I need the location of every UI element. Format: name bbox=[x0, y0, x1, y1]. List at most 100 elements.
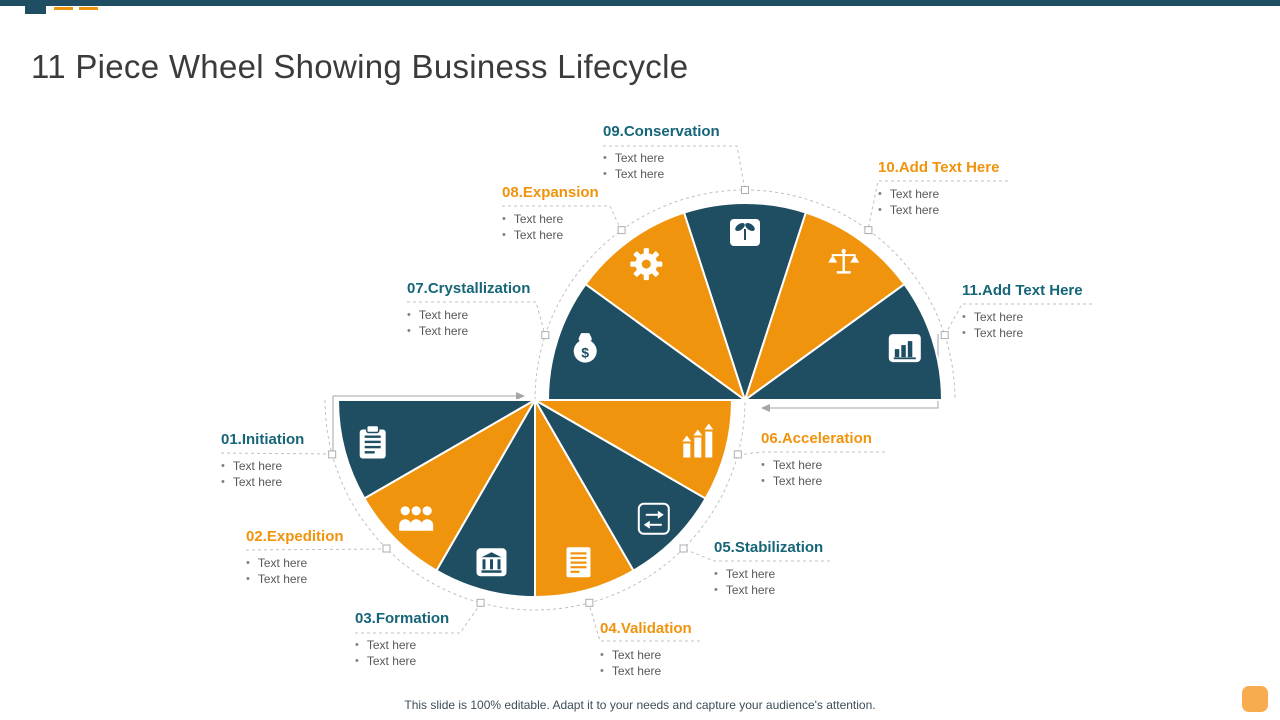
leader-line bbox=[867, 180, 1008, 231]
bullet-item: •Text here bbox=[221, 474, 411, 490]
bullet-dot: • bbox=[878, 188, 882, 200]
segment-title: 06.Acceleration bbox=[761, 430, 872, 447]
money-bag-icon: $ bbox=[573, 333, 597, 363]
wedge-09-conservation bbox=[683, 202, 807, 401]
bullet-dot: • bbox=[962, 327, 966, 339]
wedge-11-add-text-here bbox=[744, 283, 943, 401]
bullet-text: Text here bbox=[973, 310, 1024, 324]
segment-bullets: •Text here•Text here bbox=[221, 458, 411, 490]
bullet-text: Text here bbox=[418, 308, 469, 322]
segment-label-07: 07.Crystallization•Text here•Text here bbox=[407, 280, 597, 339]
bullet-text: Text here bbox=[513, 228, 564, 242]
bullet-text: Text here bbox=[973, 326, 1024, 340]
bullet-dot: • bbox=[407, 325, 411, 337]
connector-marker bbox=[328, 450, 337, 459]
document-icon bbox=[566, 547, 591, 578]
wedge-05-stabilization bbox=[534, 399, 707, 572]
segment-title: 11.Add Text Here bbox=[962, 282, 1083, 299]
bullet-dot: • bbox=[246, 557, 250, 569]
connector-marker bbox=[940, 331, 949, 340]
bullet-text: Text here bbox=[614, 151, 665, 165]
corner-accent bbox=[1242, 686, 1268, 712]
scales-icon bbox=[828, 248, 860, 274]
bullet-text: Text here bbox=[257, 572, 308, 586]
flow-arrow-right bbox=[332, 395, 516, 452]
clipboard-icon bbox=[359, 424, 386, 459]
bullet-item: • Text here bbox=[603, 150, 793, 166]
accent-dash bbox=[79, 7, 98, 10]
bullet-item: •Text here bbox=[878, 202, 1068, 218]
bullet-item: •Text here bbox=[246, 555, 436, 571]
bullet-text: Text here bbox=[889, 187, 940, 201]
bullet-dot: • bbox=[221, 460, 225, 472]
leader-line bbox=[683, 548, 830, 562]
bullet-item: • Text here bbox=[714, 582, 904, 598]
bullet-dot: • bbox=[761, 475, 765, 487]
bullet-item: • Text here bbox=[502, 227, 692, 243]
wedge-10-add-text-here bbox=[744, 211, 906, 401]
bullet-text: Text here bbox=[725, 583, 776, 597]
bullet-dot: • bbox=[502, 229, 506, 241]
bullet-text: Text here bbox=[614, 167, 665, 181]
segment-label-02: 02.Expedition•Text here•Text here bbox=[246, 528, 436, 587]
growth-bars-icon bbox=[682, 423, 714, 458]
wedge-01-initiation bbox=[337, 399, 536, 500]
gear-icon bbox=[630, 248, 663, 281]
segment-label-11: 11.Add Text Here • Text here • Text here bbox=[962, 282, 1152, 341]
transfer-arrows-icon bbox=[637, 502, 670, 535]
segment-title: 01.Initiation bbox=[221, 431, 305, 448]
bullet-dot: • bbox=[600, 649, 604, 661]
segment-title: 05.Stabilization bbox=[714, 539, 824, 556]
wedge-07-crystallization bbox=[547, 283, 746, 401]
segment-label-06: 06.Acceleration•Text here•Text here bbox=[761, 430, 951, 489]
segment-label-05: 05.Stabilization • Text here • Text here bbox=[714, 539, 904, 598]
leader-line bbox=[737, 451, 885, 456]
leader-line bbox=[502, 205, 622, 231]
bullet-dot: • bbox=[714, 568, 718, 580]
segment-bullets: •Text here•Text here bbox=[878, 186, 1068, 218]
connector-marker bbox=[382, 544, 391, 553]
segment-bullets: •Text here•Text here bbox=[761, 457, 951, 489]
bullet-item: • Text here bbox=[962, 325, 1152, 341]
segment-bullets: • Text here • Text here bbox=[355, 637, 545, 669]
bullet-text: Text here bbox=[366, 638, 417, 652]
bullet-item: •Text here bbox=[600, 647, 790, 663]
bullet-item: •Text here bbox=[221, 458, 411, 474]
segment-bullets: •Text here•Text here bbox=[407, 307, 597, 339]
segment-title: 08.Expansion bbox=[502, 184, 599, 201]
slide-title: 11 Piece Wheel Showing Business Lifecycl… bbox=[31, 48, 689, 86]
connector-marker bbox=[585, 598, 594, 607]
bullet-text: Text here bbox=[725, 567, 776, 581]
bullet-text: Text here bbox=[418, 324, 469, 338]
building-icon bbox=[476, 548, 507, 577]
bullet-dot: • bbox=[714, 584, 718, 596]
bullet-item: •Text here bbox=[603, 166, 793, 182]
leader-line bbox=[220, 452, 333, 455]
bullet-dot: • bbox=[355, 655, 359, 667]
leader-line bbox=[944, 303, 1092, 336]
bullet-dot: • bbox=[962, 311, 966, 323]
bullet-item: •Text here bbox=[761, 457, 951, 473]
bullet-item: • Text here bbox=[962, 309, 1152, 325]
bullet-item: • Text here bbox=[714, 566, 904, 582]
bullet-item: • Text here bbox=[355, 653, 545, 669]
connector-marker bbox=[679, 544, 688, 553]
leader-line bbox=[355, 602, 482, 634]
segment-bullets: • Text here • Text here bbox=[962, 309, 1152, 341]
segment-label-01: 01.Initiation •Text here•Text here bbox=[221, 431, 411, 490]
accent-dash bbox=[54, 7, 73, 10]
wedge-03-formation bbox=[435, 399, 536, 598]
segment-title: 03.Formation bbox=[355, 610, 450, 627]
bullet-text: Text here bbox=[889, 203, 940, 217]
wedge-06-acceleration bbox=[534, 399, 733, 500]
bullet-text: Text here bbox=[772, 474, 823, 488]
bar-chart-icon bbox=[888, 334, 921, 363]
flow-arrow-right-head bbox=[516, 392, 525, 400]
bullet-dot: • bbox=[603, 152, 607, 164]
bullet-item: •Text here bbox=[502, 211, 692, 227]
bullet-dot: • bbox=[355, 639, 359, 651]
bullet-item: • Text here bbox=[878, 186, 1068, 202]
bullet-text: Text here bbox=[366, 654, 417, 668]
segment-bullets: •Text here•Text here bbox=[246, 555, 436, 587]
connector-marker bbox=[741, 186, 749, 194]
